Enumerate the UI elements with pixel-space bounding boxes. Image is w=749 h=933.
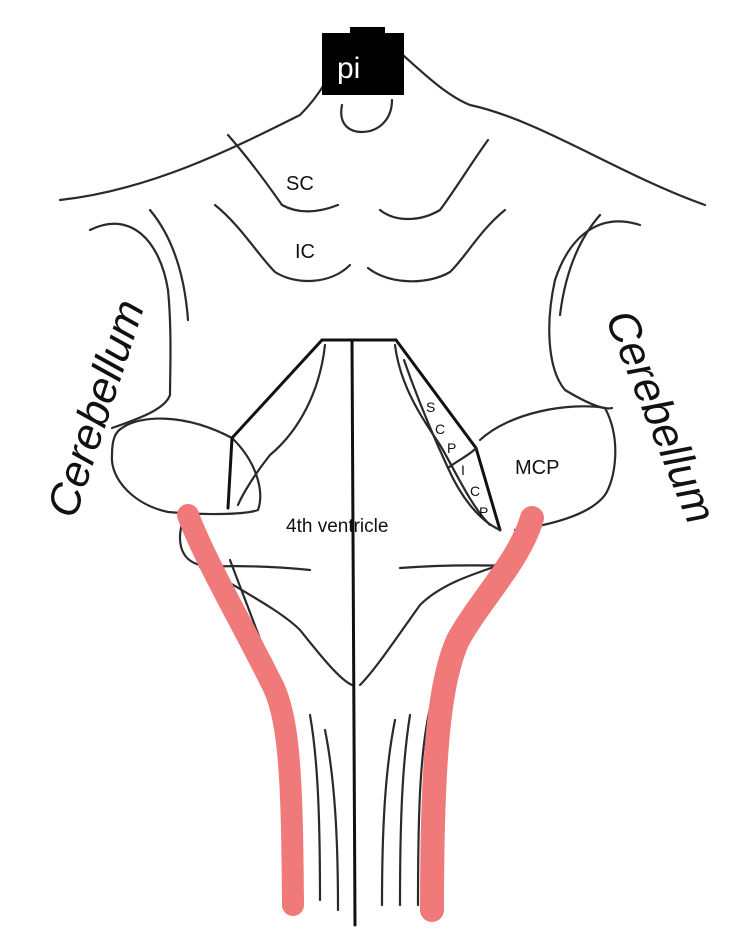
left-lateral-curve [88,222,172,430]
pi-label-box-tab [350,27,385,37]
superior-colliculus-left [226,133,340,213]
scp-letter-s: S [426,399,435,415]
right-mcp-outline [478,405,617,532]
scp-inner-edge [402,358,502,532]
cerebellum-left-label: Cerebellum [38,294,154,523]
scp-icp-divider [446,446,478,470]
sc-label: SC [286,173,314,195]
pineal-contour [340,98,394,134]
right-cord-inner [380,718,397,907]
left-cord-inner [308,713,322,902]
cerebellum-right-label: Cerebellum [596,303,726,530]
right-cord-inner2 [398,713,412,907]
pi-label-box [322,33,404,95]
left-roof-line [230,338,324,440]
right-peduncle-line [474,446,502,532]
right-inner-curve [558,213,602,317]
ic-label: IC [295,241,315,263]
icp-letter-c: C [470,483,480,499]
left-inner-curve [148,208,190,322]
left-highlight-tract [177,504,304,916]
left-medulla-outline [178,513,354,687]
midline [350,338,357,927]
right-roof-line [394,338,478,450]
icp-letter-p: P [479,504,488,520]
left-peduncle-line [226,436,234,510]
scp-letter-c: C [435,421,445,437]
right-highlight-tract [420,506,544,922]
right-lateral-curve [548,220,642,410]
mcp-label: MCP [515,457,559,479]
inferior-colliculus-right [366,208,507,283]
pi-label: pi [337,52,360,85]
inferior-colliculus-left [213,203,352,283]
left-mcp-outline [110,417,262,516]
fourth-ventricle-label: 4th ventricle [286,516,388,537]
left-cord-inner2 [323,728,340,912]
right-ventricle-wall [393,343,492,527]
superior-colliculus-right [378,138,490,220]
icp-letter-i: I [461,462,465,478]
left-ventricle-wall [236,343,327,507]
upper-right-contour [393,46,707,207]
scp-letter-p: P [447,440,456,456]
